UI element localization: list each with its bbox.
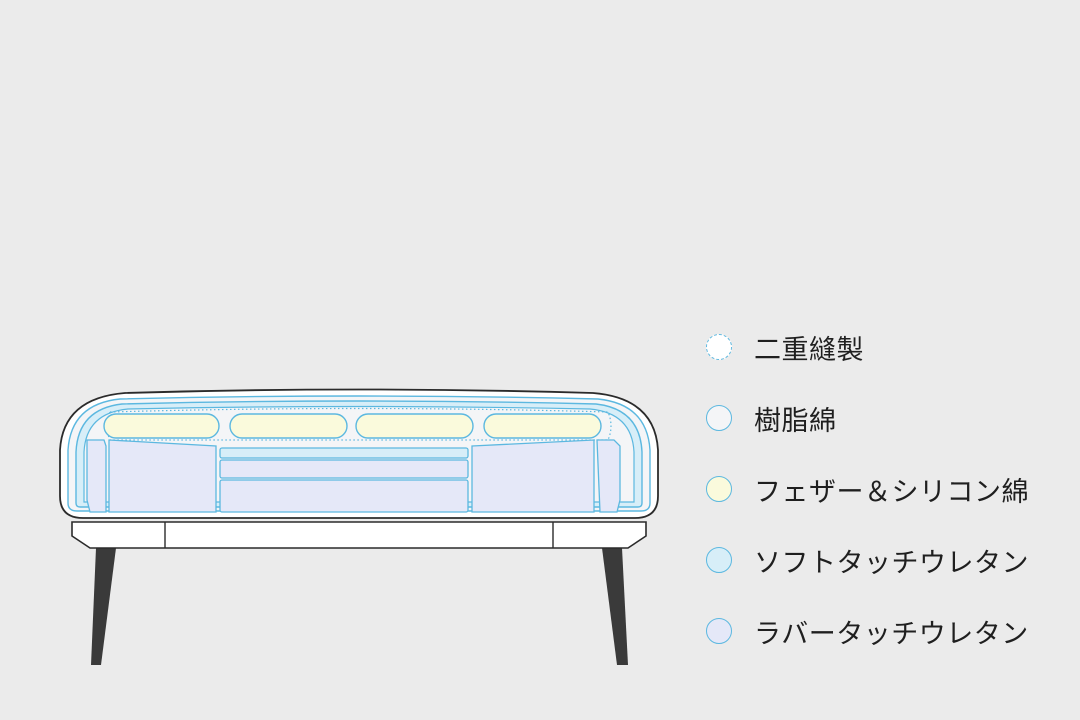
legend-label: ソフトタッチウレタン xyxy=(754,547,1029,579)
rubber-block-left xyxy=(108,439,217,513)
rubber-block-left-edge xyxy=(86,439,107,513)
circle-icon xyxy=(706,618,732,644)
legend: 二重縫製 樹脂綿 フェザー＆シリコン綿 ソフトタッチウレタン ラバータッチウレタ… xyxy=(706,326,1066,681)
feather-pad-4 xyxy=(483,413,602,439)
double-stitch-line xyxy=(106,407,612,441)
circle-icon xyxy=(706,405,732,431)
feather-pad-3 xyxy=(355,413,474,439)
base-frame xyxy=(71,521,647,549)
legend-label: 二重縫製 xyxy=(754,334,864,366)
legend-label: フェザー＆シリコン綿 xyxy=(754,476,1029,508)
legend-label: ラバータッチウレタン xyxy=(754,618,1029,650)
rubber-block-right-edge xyxy=(596,439,621,513)
legend-item-feather-silicone: フェザー＆シリコン綿 xyxy=(706,468,1066,510)
rubber-block-center-top xyxy=(219,447,469,459)
rubber-block-center-mid xyxy=(219,459,469,479)
legend-label: 樹脂綿 xyxy=(754,405,837,437)
rubber-block-center-bottom xyxy=(219,479,469,513)
right-leg xyxy=(602,548,628,665)
legend-item-double-stitch: 二重縫製 xyxy=(706,326,1066,368)
feather-pad-2 xyxy=(229,413,348,439)
legend-item-soft-urethane: ソフトタッチウレタン xyxy=(706,539,1066,581)
legend-item-rubber-urethane: ラバータッチウレタン xyxy=(706,610,1066,652)
left-leg xyxy=(91,548,116,665)
dotted-circle-icon xyxy=(706,334,732,360)
legend-item-resin-cotton: 樹脂綿 xyxy=(706,397,1066,439)
rubber-block-right xyxy=(471,439,595,513)
circle-icon xyxy=(706,476,732,502)
circle-icon xyxy=(706,547,732,573)
feather-pad-1 xyxy=(103,413,220,439)
